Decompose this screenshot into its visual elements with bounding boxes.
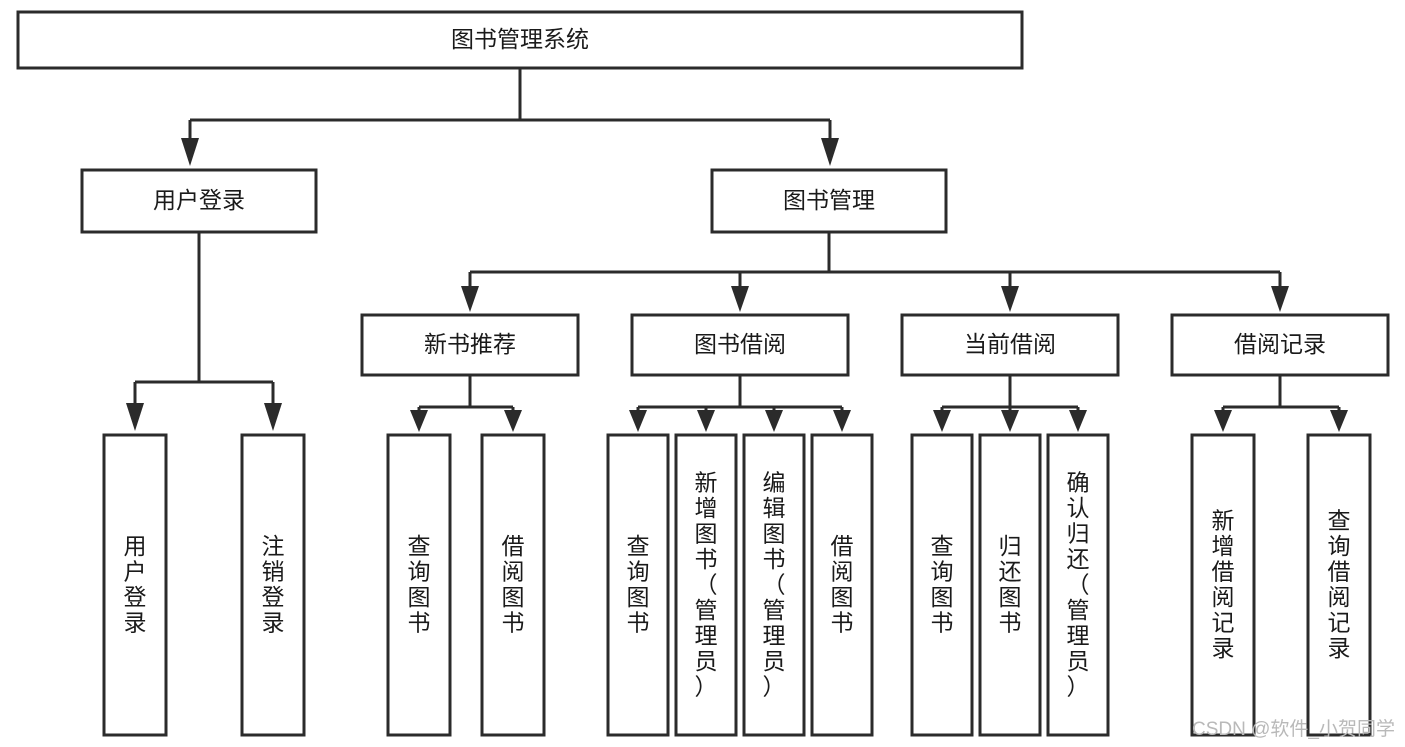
leaf-query-book-rec[interactable]: 查询图书 [386, 433, 452, 737]
leaf-add-book-admin[interactable]: 新增图书（管理员） [674, 433, 738, 737]
connector-group-book-manage [461, 232, 1289, 312]
connector-group-root [181, 68, 839, 166]
leaf-query-book-cur-label: 查询图书 [931, 533, 954, 636]
node-current-borrow-box[interactable] [900, 313, 1120, 377]
node-root-label: 图书管理系统 [451, 26, 589, 52]
connector-group-current-borrow [933, 375, 1087, 432]
node-borrow-record[interactable]: 借阅记录 [1170, 313, 1390, 377]
leaf-confirm-return-admin-label: 确认归还（管理员） [1067, 469, 1090, 699]
connector-group-borrow-record [1214, 375, 1348, 432]
connector-group-new-book-rec [410, 375, 522, 432]
leaf-logout[interactable]: 注销登录 [240, 433, 306, 737]
arrow-cb-to-leaf1-icon [933, 410, 951, 432]
node-user-login[interactable]: 用户登录 [80, 168, 318, 234]
node-user-login-box[interactable] [80, 168, 318, 234]
leaf-confirm-return-admin-box[interactable] [1046, 433, 1110, 737]
arrow-cb-to-leaf2-icon [1001, 410, 1019, 432]
leaf-edit-book-admin-label: 编辑图书（管理员） [763, 469, 786, 699]
leaf-node-layer: 用户登录 注销登录 查询图书 借阅图书 查询图书 新增图书（管理员） 编辑图书（管理员） 借阅… [102, 433, 1372, 737]
node-current-borrow-label: 当前借阅 [964, 331, 1056, 357]
arrow-cb-to-leaf3-icon [1069, 410, 1087, 432]
leaf-edit-book-admin-box[interactable] [742, 433, 806, 737]
leaf-edit-book-admin[interactable]: 编辑图书（管理员） [742, 433, 806, 737]
leaf-logout-box[interactable] [240, 433, 306, 737]
connector-group-book-borrow [629, 375, 851, 432]
leaf-confirm-return-admin[interactable]: 确认归还（管理员） [1046, 433, 1110, 737]
leaf-add-borrow-record-label: 新增借阅记录 [1212, 508, 1235, 662]
node-book-manage-box[interactable] [710, 168, 948, 234]
leaf-logout-label: 注销登录 [262, 533, 285, 636]
arrow-br-to-leaf1-icon [1214, 410, 1232, 432]
node-root-box[interactable] [16, 10, 1024, 70]
node-book-borrow-label: 图书借阅 [694, 331, 786, 357]
arrow-root-to-user-login-icon [181, 138, 199, 166]
leaf-query-book-borrow-label: 查询图书 [627, 533, 650, 636]
arrow-bm-to-new-book-rec-icon [461, 286, 479, 312]
arrow-nbr-to-leaf1-icon [410, 410, 428, 432]
leaf-user-login-box[interactable] [102, 433, 168, 737]
leaf-borrow-book-label: 借阅图书 [831, 533, 854, 636]
node-new-book-recommend-box[interactable] [360, 313, 580, 377]
leaf-return-book[interactable]: 归还图书 [978, 433, 1042, 737]
leaf-add-borrow-record[interactable]: 新增借阅记录 [1190, 433, 1256, 737]
node-book-manage-label: 图书管理 [783, 187, 875, 213]
node-new-book-recommend-label: 新书推荐 [424, 331, 516, 357]
leaf-add-book-admin-label: 新增图书（管理员） [695, 469, 718, 699]
leaf-borrow-book-box[interactable] [810, 433, 874, 737]
arrow-user-login-to-leaf2-icon [264, 403, 282, 431]
leaf-query-book-cur-box[interactable] [910, 433, 974, 737]
leaf-borrow-book[interactable]: 借阅图书 [810, 433, 874, 737]
arrow-root-to-book-manage-icon [821, 138, 839, 166]
leaf-borrow-book-rec-box[interactable] [480, 433, 546, 737]
leaf-user-login[interactable]: 用户登录 [102, 433, 168, 737]
arrow-br-to-leaf2-icon [1330, 410, 1348, 432]
leaf-query-borrow-record-box[interactable] [1306, 433, 1372, 737]
leaf-return-book-label: 归还图书 [999, 533, 1022, 636]
arrow-bb-to-leaf3-icon [765, 410, 783, 432]
arrow-bb-to-leaf4-icon [833, 410, 851, 432]
arrow-nbr-to-leaf2-icon [504, 410, 522, 432]
leaf-add-borrow-record-box[interactable] [1190, 433, 1256, 737]
leaf-query-borrow-record-label: 查询借阅记录 [1328, 508, 1351, 662]
arrow-user-login-to-leaf1-icon [126, 403, 144, 431]
node-borrow-record-label: 借阅记录 [1234, 331, 1326, 357]
leaf-query-book-borrow[interactable]: 查询图书 [606, 433, 670, 737]
node-new-book-recommend[interactable]: 新书推荐 [360, 313, 580, 377]
leaf-query-borrow-record[interactable]: 查询借阅记录 [1306, 433, 1372, 737]
node-borrow-record-box[interactable] [1170, 313, 1390, 377]
node-root[interactable]: 图书管理系统 [16, 10, 1024, 70]
arrow-bm-to-book-borrow-icon [731, 286, 749, 312]
arrow-bb-to-leaf2-icon [697, 410, 715, 432]
leaf-return-book-box[interactable] [978, 433, 1042, 737]
leaf-query-book-cur[interactable]: 查询图书 [910, 433, 974, 737]
leaf-query-book-borrow-box[interactable] [606, 433, 670, 737]
node-user-login-label: 用户登录 [153, 187, 245, 213]
arrow-bm-to-current-borrow-icon [1001, 286, 1019, 312]
arrow-bm-to-borrow-record-icon [1271, 286, 1289, 312]
leaf-query-book-rec-box[interactable] [386, 433, 452, 737]
leaf-borrow-book-rec-label: 借阅图书 [502, 533, 525, 636]
node-book-manage[interactable]: 图书管理 [710, 168, 948, 234]
node-book-borrow[interactable]: 图书借阅 [630, 313, 850, 377]
leaf-query-book-rec-label: 查询图书 [408, 533, 431, 636]
leaf-user-login-label: 用户登录 [124, 533, 147, 636]
arrow-bb-to-leaf1-icon [629, 410, 647, 432]
leaf-add-book-admin-box[interactable] [674, 433, 738, 737]
node-current-borrow[interactable]: 当前借阅 [900, 313, 1120, 377]
connector-group-user-login [126, 232, 282, 431]
leaf-borrow-book-rec[interactable]: 借阅图书 [480, 433, 546, 737]
node-book-borrow-box[interactable] [630, 313, 850, 377]
